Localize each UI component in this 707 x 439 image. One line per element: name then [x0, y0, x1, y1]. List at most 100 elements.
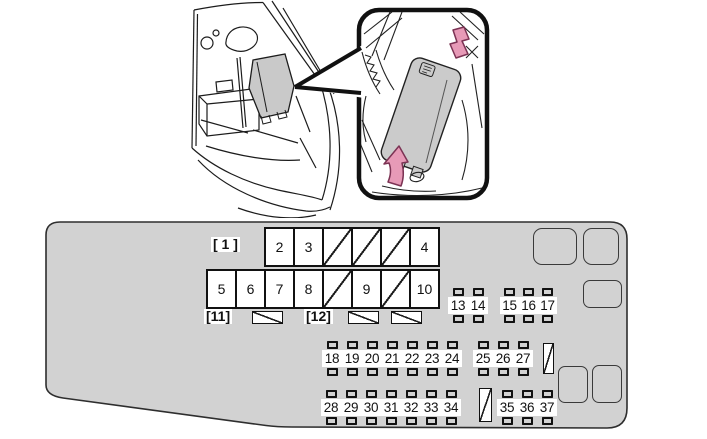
fuse-contact: [325, 417, 337, 425]
fuse-contact: [326, 368, 338, 376]
spare-fuse-slot: [479, 388, 492, 422]
fuse-30: 30: [363, 400, 379, 415]
fuse-group-25_27: 25 26 27: [473, 341, 533, 376]
fuse-contact: [477, 341, 489, 349]
relay-socket: [583, 228, 619, 265]
fuse-contact: [497, 368, 509, 376]
blank-slot: [380, 269, 411, 309]
fuse-contact: [345, 417, 357, 425]
fuse-32: 32: [403, 400, 419, 415]
relay-symbol: [348, 311, 379, 324]
relay-label-11: [11]: [204, 308, 233, 324]
spare-fuse-slot: [543, 343, 554, 374]
fuse-contact: [523, 288, 534, 296]
callout-pointer: [293, 44, 364, 98]
fuse-36: 36: [519, 400, 535, 415]
fuse-contact: [346, 368, 358, 376]
fuse-contact: [497, 341, 509, 349]
fuse-group-13_14: 13 14: [448, 288, 488, 323]
fuse-contact: [452, 288, 464, 296]
fuse-contact: [425, 417, 437, 425]
fuse-contact: [326, 341, 338, 349]
fuse-27: 27: [515, 351, 531, 366]
fuse-21: 21: [384, 351, 400, 366]
fuse-8: 8: [293, 269, 324, 309]
fuse-7: 7: [264, 269, 295, 309]
cover-label-icon: [418, 62, 436, 77]
relay-label-12: [12]: [304, 308, 333, 324]
fuse-contact: [405, 417, 417, 425]
fuse-18: 18: [324, 351, 340, 366]
blank-slot: [380, 227, 411, 267]
fuse-34: 34: [443, 400, 459, 415]
fuse-contact: [366, 341, 378, 349]
fuse-13: 13: [450, 298, 466, 313]
relay-socket: [558, 366, 588, 403]
fuse-26: 26: [495, 351, 511, 366]
fuse-19: 19: [344, 351, 360, 366]
fuse-contact: [477, 368, 489, 376]
fuse-contact: [346, 341, 358, 349]
fuse-37: 37: [539, 400, 555, 415]
fuse-25: 25: [475, 351, 491, 366]
fuse-contact: [445, 390, 457, 398]
fuse-contact: [541, 390, 553, 398]
fuse-contact: [325, 390, 337, 398]
fuse-contact: [426, 341, 438, 349]
fuse-box-in-bay: [248, 53, 295, 125]
fuse-contact: [386, 341, 398, 349]
fuse-contact: [521, 390, 533, 398]
fuse-2: 2: [264, 227, 295, 267]
fuse-contact: [523, 315, 534, 323]
fuse-contact: [472, 288, 484, 296]
fuse-24: 24: [444, 351, 460, 366]
fuse-contact: [385, 390, 397, 398]
fuse-contact: [386, 368, 398, 376]
fuse-28: 28: [323, 400, 339, 415]
fuse-contact: [426, 368, 438, 376]
fuse-20: 20: [364, 351, 380, 366]
fuse-group-18_24: 18 19 20 21 22 23 24: [322, 341, 462, 376]
fuse-contact: [345, 390, 357, 398]
relay-symbol: [252, 311, 283, 324]
fuse-3: 3: [293, 227, 324, 267]
fuse-contact: [405, 390, 417, 398]
fuse-contact: [504, 288, 515, 296]
fuse-22: 22: [404, 351, 420, 366]
fuse-contact: [541, 417, 553, 425]
fuse-35: 35: [499, 400, 515, 415]
fuse-contact: [517, 341, 529, 349]
fuse-31: 31: [383, 400, 399, 415]
fuse-contact: [521, 417, 533, 425]
relay-socket: [592, 365, 622, 403]
fuse-contact: [501, 417, 513, 425]
engine-illustration: [191, 0, 490, 218]
inset-art: [361, 12, 485, 196]
fuse-14: 14: [470, 298, 486, 313]
fuse-contact: [542, 288, 553, 296]
relay-socket: [533, 228, 577, 265]
blank-slot: [351, 227, 382, 267]
fuse-contact: [385, 417, 397, 425]
relay-symbol: [391, 311, 422, 324]
fuse-10: 10: [409, 269, 440, 309]
retaining-clip-top: [449, 26, 470, 59]
fuse-17: 17: [540, 298, 555, 313]
fuse-contact: [542, 315, 553, 323]
fuse-contact: [425, 390, 437, 398]
fuse-23: 23: [424, 351, 440, 366]
fuse-29: 29: [343, 400, 359, 415]
relay-label-1: [ 1 ]: [211, 236, 240, 252]
fuse-contact: [445, 417, 457, 425]
fuse-5: 5: [206, 269, 237, 309]
blank-slot: [322, 269, 353, 309]
retaining-clip-bottom: [383, 145, 425, 187]
fuse-6: 6: [235, 269, 266, 309]
fuse-contact: [446, 368, 458, 376]
fuse-contact: [365, 390, 377, 398]
